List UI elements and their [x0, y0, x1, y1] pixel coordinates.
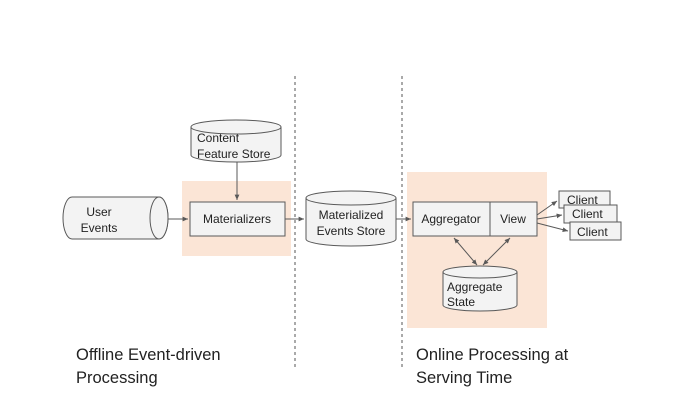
user-events-store: User Events	[62, 196, 169, 240]
offline-caption-line-2: Processing	[76, 369, 158, 387]
client-label-2: Client	[572, 207, 603, 221]
aggregate-state-label-1: Aggregate	[447, 280, 503, 294]
materialized-events-store-label-1: Materialized	[319, 208, 384, 222]
content-feature-store: Content Feature Store	[190, 119, 282, 163]
aggregator-label: Aggregator	[421, 212, 480, 226]
online-caption-line-2: Serving Time	[416, 369, 512, 387]
online-caption-line-1: Online Processing at	[416, 346, 569, 364]
materialized-events-store: Materialized Events Store	[305, 190, 397, 247]
client-box-2: Client	[563, 204, 618, 224]
arrow-view-to-client-3	[536, 222, 569, 232]
aggregate-state-store: Aggregate State	[442, 265, 518, 312]
content-feature-store-label-1: Content	[197, 131, 240, 145]
user-events-label-2: Events	[81, 221, 118, 235]
content-feature-store-label-2: Feature Store	[197, 147, 271, 161]
user-events-label-1: User	[86, 205, 111, 219]
arrow-view-to-client-1	[536, 200, 558, 216]
arrow-view-to-client-2	[536, 213, 563, 220]
materialized-events-store-label-2: Events Store	[317, 224, 386, 238]
materializers-label: Materializers	[203, 212, 271, 226]
materializers-box: Materializers	[189, 201, 286, 237]
aggregate-state-label-2: State	[447, 295, 475, 309]
arrow-aggregator-state	[453, 237, 478, 266]
aggregator-view-box: Aggregator View	[412, 201, 538, 237]
view-label: View	[500, 212, 526, 226]
client-label-1: Client	[567, 193, 598, 207]
client-label-3: Client	[577, 225, 608, 239]
offline-caption-line-1: Offline Event-driven	[76, 346, 221, 364]
client-box-3: Client	[569, 221, 622, 241]
arrow-state-view	[482, 237, 511, 266]
